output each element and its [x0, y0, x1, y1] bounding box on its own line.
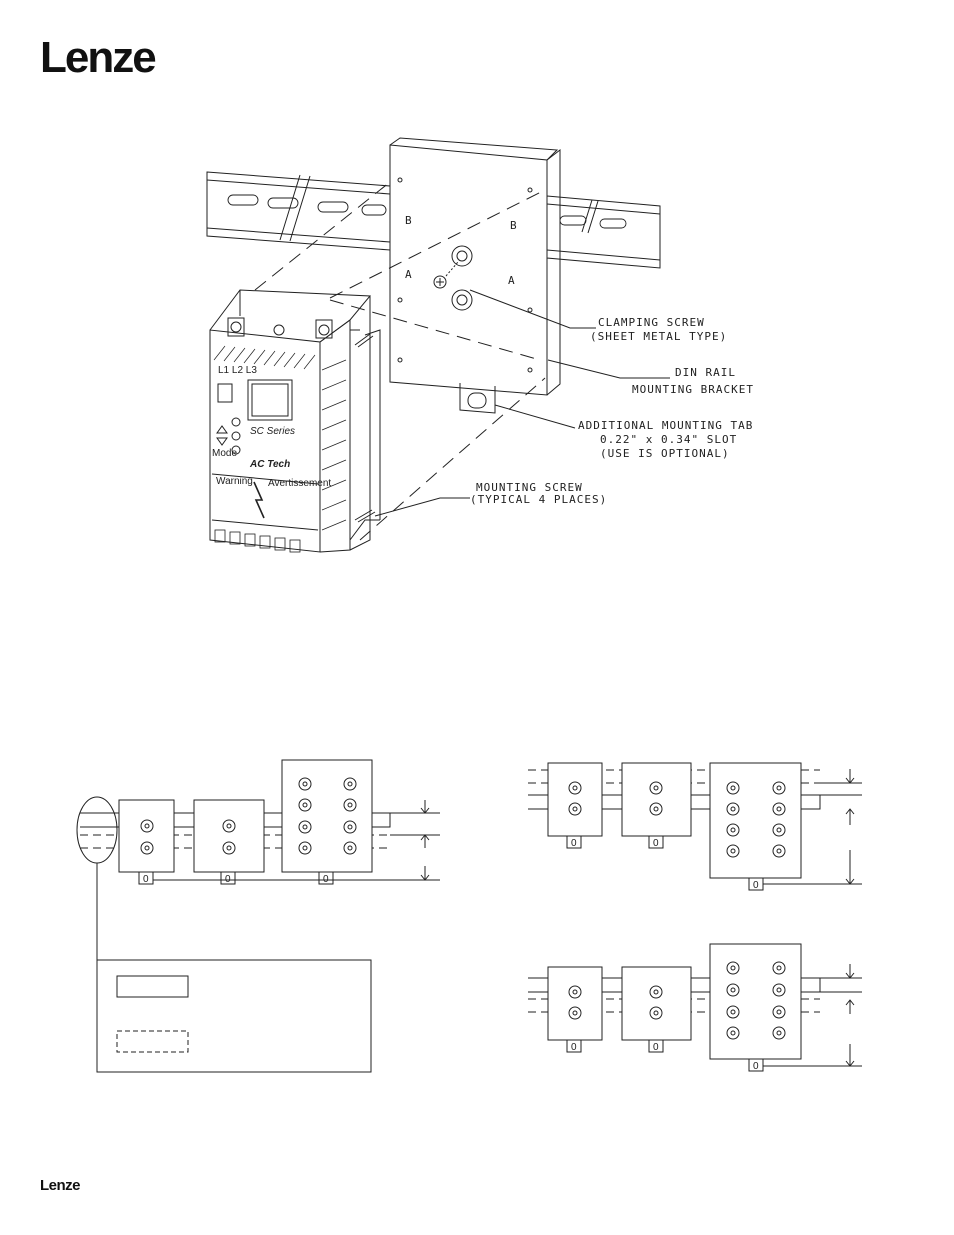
tab-mark: 0 [653, 1042, 659, 1053]
tab-mark: 0 [753, 880, 759, 891]
callout-clamping-screw-2: (SHEET METAL TYPE) [590, 330, 727, 343]
din-rail-mounting-bracket [390, 138, 560, 413]
right-bottom-rail-layout-diagram [528, 944, 862, 1071]
tab-mark: 0 [571, 1042, 577, 1053]
drive-series-label: SC Series [250, 426, 295, 437]
letter-a-left: A [405, 268, 413, 281]
callout-tab-3: (USE IS OPTIONAL) [600, 447, 730, 460]
drive-brand-label: AC Tech [249, 459, 290, 470]
tab-mark: 0 [753, 1061, 759, 1072]
left-rail-layout-diagram [77, 760, 440, 1072]
drive-avertissement-label: Avertissement [268, 478, 331, 489]
tab-mark: 0 [571, 838, 577, 849]
tab-mark: 0 [323, 874, 329, 885]
ac-drive-unit [210, 290, 380, 552]
callout-tab-2: 0.22" x 0.34" SLOT [600, 433, 737, 446]
callout-screw-2: (TYPICAL 4 PLACES) [470, 493, 607, 506]
drive-mode-label: Mode [212, 448, 237, 459]
right-top-rail-layout-diagram [528, 763, 862, 890]
letter-a-right: A [508, 274, 516, 287]
callout-clamping-screw-1: CLAMPING SCREW [598, 316, 705, 329]
footer-lenze-logo: Lenze [40, 1177, 80, 1194]
letter-b-right: B [510, 219, 518, 232]
letter-b-left: B [405, 214, 413, 227]
tab-mark: 0 [143, 874, 149, 885]
mounting-screws [355, 334, 375, 522]
din-rail [207, 172, 660, 268]
drive-terminal-labels: L1 L2 L3 [218, 365, 257, 376]
callout-bracket-1: DIN RAIL [675, 366, 736, 379]
tab-mark: 0 [225, 874, 231, 885]
callout-bracket-2: MOUNTING BRACKET [632, 383, 754, 396]
tab-mark: 0 [653, 838, 659, 849]
drive-warning-label: Warning [216, 476, 253, 487]
callout-tab-1: ADDITIONAL MOUNTING TAB [578, 419, 753, 432]
